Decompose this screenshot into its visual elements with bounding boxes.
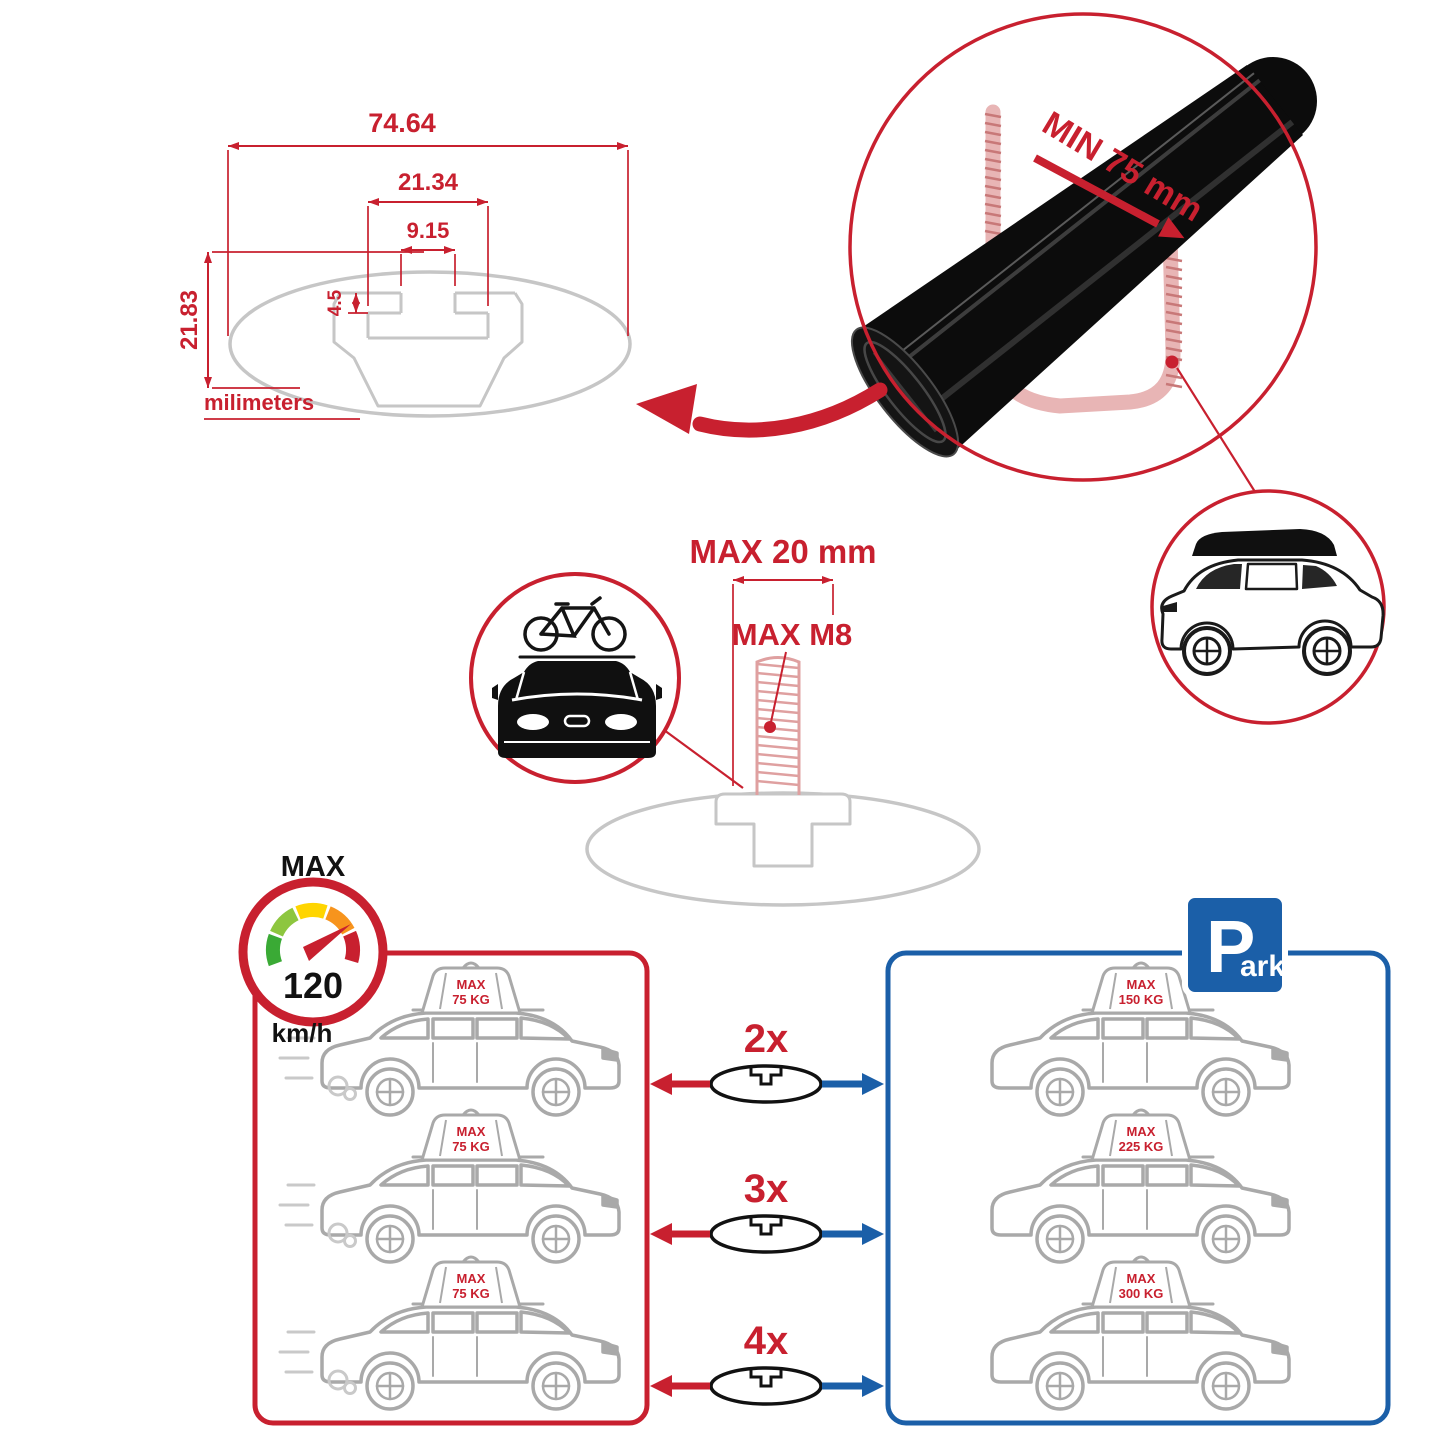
parked-load-weight-1: 225 KG (1119, 1139, 1164, 1154)
blue-arrowhead (862, 1073, 884, 1095)
pointer-line-to-car (1176, 367, 1258, 496)
zoom-circle (848, 12, 1318, 482)
multiplier-label-1: 3x (744, 1167, 789, 1211)
bike-car-detail (469, 572, 744, 789)
parking-sign-plate (1182, 892, 1288, 998)
t-slot-profile-icon (332, 291, 524, 408)
u-bolt-thread-ticks (984, 112, 1183, 389)
multiplier-label-0: 2x (744, 1017, 789, 1061)
max-bolt-length-annotation: MAX 20 mm (689, 533, 877, 786)
parked-load-weight-2: 300 KG (1119, 1286, 1164, 1301)
pointer-dot (1165, 355, 1179, 369)
driving-load-max-0: MAX (457, 977, 486, 992)
parking-sign-initial: P (1206, 905, 1255, 988)
dim-slot-depth: 4.5 (325, 289, 368, 316)
red-arrowhead (650, 1073, 672, 1095)
profile-ellipse (228, 270, 632, 418)
driving-cars: MAX 75 KG MAX 75 KG MAX 75 KG (278, 961, 621, 1411)
speed-value: 120 (283, 965, 343, 1006)
suv-roofbox-detail (1150, 489, 1386, 725)
zoom-arrow-icon (636, 382, 888, 438)
dim-slot-width: 9.15 (400, 218, 456, 286)
roof-box-icon (1192, 529, 1337, 556)
parking-sign: P ark (1182, 892, 1288, 998)
bolt-thread-ticks (756, 662, 800, 787)
headlight-left (517, 714, 549, 730)
parked-load-max-2: MAX (1127, 1271, 1156, 1286)
dim-total-width: 74.64 (227, 108, 629, 336)
max-bolt-length-label: MAX 20 mm (689, 533, 876, 570)
gauge-needle (303, 924, 351, 961)
blue-arrowhead (862, 1375, 884, 1397)
dim-channel-width-label: 21.34 (398, 169, 459, 196)
driving-load-max-1: MAX (457, 1124, 486, 1139)
dim-total-height: 21.83 (176, 251, 424, 389)
parked-load-max-1: MAX (1127, 1124, 1156, 1139)
driving-load-weight-0: 75 KG (452, 992, 490, 1007)
multiplier-column: 2x 3x 4x (650, 1017, 884, 1406)
crossbar-count-icon (709, 1214, 823, 1254)
max-thread-annotation: MAX M8 (732, 617, 853, 733)
parking-sign-rest: ark (1240, 950, 1285, 983)
multiplier-label-2: 4x (744, 1319, 789, 1363)
red-arrowhead (650, 1223, 672, 1245)
crossbar-count-icon (709, 1366, 823, 1406)
dim-total-width-label: 74.64 (368, 108, 436, 138)
bike-icon (518, 596, 636, 659)
mounting-bolt-icon (755, 656, 801, 795)
car-front-icon (492, 661, 662, 758)
units-note: milimeters (204, 390, 360, 420)
suv-roofbox-icon (1160, 529, 1385, 676)
driving-load-weight-2: 75 KG (452, 1286, 490, 1301)
headlight-right (605, 714, 637, 730)
max-thread-label: MAX M8 (732, 617, 853, 652)
dim-slot-depth-label: 4.5 (325, 289, 346, 316)
bike-circle-pointer-line (663, 729, 744, 789)
crossbar-count-icon (709, 1064, 823, 1104)
parked-cars: MAX 150 KG MAX 225 KG MAX 300 KG (990, 961, 1291, 1411)
driving-load-weight-1: 75 KG (452, 1139, 490, 1154)
crossbar-zoom-detail: MIN 75 mm (636, 12, 1318, 496)
parked-load-max-0: MAX (1127, 977, 1156, 992)
dim-channel-width: 21.34 (367, 169, 489, 306)
parked-load-weight-0: 150 KG (1119, 992, 1164, 1007)
t-nut-profile (714, 792, 852, 868)
crossbar-profile-diagram: 74.64 21.34 9.15 4.5 21.83 milimeters (176, 108, 632, 420)
dim-total-height-label: 21.83 (176, 290, 203, 350)
bolt-spec-section: MAX 20 mm MAX M8 (585, 533, 981, 907)
red-arrowhead (650, 1375, 672, 1397)
min-clearance-arrowhead (1158, 217, 1185, 239)
units-label: milimeters (204, 390, 314, 415)
dim-slot-width-label: 9.15 (407, 218, 450, 243)
speed-limit-badge: MAX 120 km/h (238, 851, 388, 1048)
speed-units: km/h (272, 1018, 333, 1048)
thread-pointer-dot (764, 721, 776, 733)
blue-arrowhead (862, 1223, 884, 1245)
driving-load-max-2: MAX (457, 1271, 486, 1286)
gauge-arcs (265, 903, 360, 967)
